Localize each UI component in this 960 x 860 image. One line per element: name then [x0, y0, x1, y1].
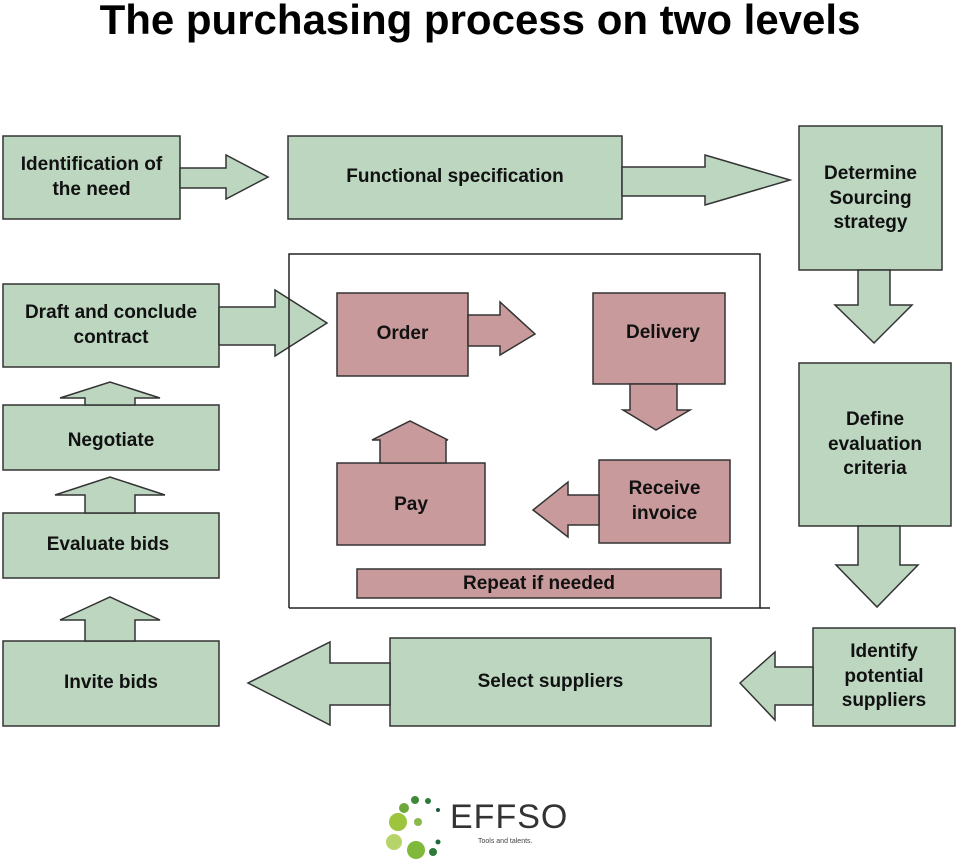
box-select-suppliers: [389, 637, 712, 727]
step-label: Select suppliers: [477, 670, 624, 692]
arrow-down-icon: [833, 269, 914, 345]
arrow-up-icon: [59, 381, 161, 406]
box-evaluation-criteria: [798, 362, 952, 527]
box-identify-suppliers: [812, 627, 956, 727]
step-label: Functional specification: [346, 166, 564, 188]
step-label: Invite bids: [64, 672, 158, 694]
box-functional-spec: [287, 135, 623, 220]
arrow-up-icon: [371, 420, 449, 464]
step-label: Negotiate: [67, 429, 155, 451]
inner-cycle-frame: [288, 253, 761, 609]
arrow-right-icon: [179, 153, 270, 201]
arrow-down-icon: [620, 383, 693, 431]
arrow-left-icon: [531, 480, 600, 539]
box-negotiate: [2, 404, 220, 471]
repeat-label: Repeat if needed: [462, 573, 616, 595]
box-receive-invoice: [598, 459, 731, 544]
step-label: Identification of the need: [20, 153, 163, 200]
box-order: [336, 292, 469, 377]
logo-name: EFFSO: [450, 798, 569, 836]
arrow-left-icon: [738, 650, 814, 722]
box-invite-bids: [2, 640, 220, 727]
inner-step-label: Order: [376, 323, 429, 345]
step-label: Draft and conclude contract: [24, 301, 198, 348]
page-title: The purchasing process on two levels: [99, 0, 861, 43]
arrow-up-icon: [54, 476, 166, 514]
inner-step-label: Delivery: [626, 321, 700, 343]
logo-tagline: Tools and talents.: [478, 838, 533, 845]
inner-step-label: Receive invoice: [628, 477, 701, 524]
inner-step-label: Pay: [394, 494, 428, 516]
step-label: Define evaluation criteria: [828, 409, 922, 480]
arrow-right-icon: [467, 300, 537, 357]
step-label: Identify potential suppliers: [841, 640, 927, 712]
arrow-right-icon: [621, 153, 793, 207]
box-identification: [2, 135, 181, 220]
arrow-up-icon: [59, 596, 161, 642]
repeat-bar: [356, 568, 722, 599]
box-delivery: [592, 292, 726, 385]
arrow-down-icon: [834, 525, 920, 609]
effso-logo: EFFSO Tools and talents.: [378, 790, 568, 855]
step-label: Determine Sourcing strategy: [824, 163, 917, 234]
step-label: Evaluate bids: [46, 534, 170, 556]
effso-logo-icon: [386, 796, 441, 859]
arrow-left-icon: [246, 640, 391, 727]
box-sourcing-strategy: [798, 125, 943, 271]
arrow-right-icon: [218, 288, 329, 358]
box-draft-contract: [2, 283, 220, 368]
